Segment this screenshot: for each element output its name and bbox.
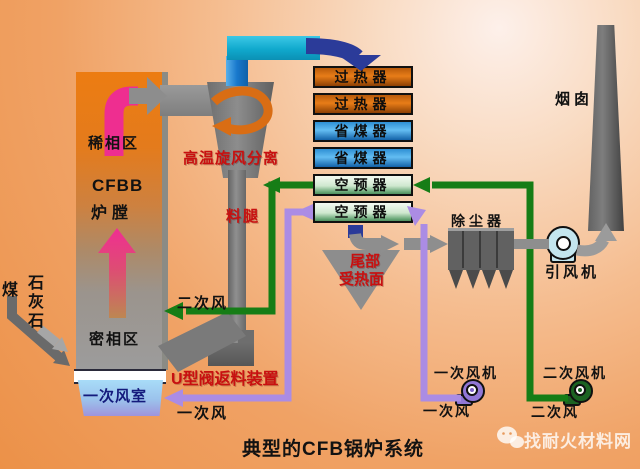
economizer-box-1: 省煤器	[313, 120, 413, 142]
id-fan-label: 引风机	[545, 264, 600, 281]
primary-air-inlet-label: 一次风	[177, 405, 229, 422]
chimney-stack	[588, 25, 624, 231]
furnace-name-line2: 炉膛	[91, 205, 134, 222]
cyclone-outlet-riser-pipe	[226, 56, 248, 86]
limestone-label: 石灰石	[28, 275, 45, 330]
wechat-icon	[497, 426, 524, 448]
coal-label: 煤	[2, 282, 19, 299]
dilute-zone-label: 稀相区	[88, 135, 140, 152]
secondary-air-fan-label: 二次风机	[543, 365, 607, 381]
dust-collector-divider	[496, 231, 498, 268]
secondary-air-duct-label: 二次风	[531, 404, 579, 420]
dust-collector-body	[448, 228, 514, 270]
dust-collector-divider	[462, 231, 464, 268]
cyclone-label: 高温旋风分离	[183, 150, 280, 167]
flue-arrowhead-1	[381, 235, 399, 253]
dust-collector-label: 除尘器	[451, 213, 505, 229]
furnace-name-line1: CFBB	[92, 176, 144, 195]
superheater-box-1: 过热器	[313, 66, 413, 88]
economizer-2-label: 省煤器	[334, 150, 392, 166]
flue-outlet-elbow	[348, 225, 363, 238]
economizer-1-label: 省煤器	[334, 123, 392, 139]
loop-seal-label: U型阀返料装置	[171, 371, 279, 388]
limestone-feed-arrow	[37, 325, 60, 347]
cyclone-inlet-duct	[160, 85, 216, 116]
primary-air-fan-label: 一次风机	[434, 365, 498, 381]
furnace-right-shadow	[162, 72, 168, 370]
flue-elbow-curve	[349, 233, 381, 250]
tail-heating-surface-line2: 受热面	[339, 271, 385, 288]
air-preheater-box-1: 空预器	[313, 174, 413, 196]
watermark-site-name: 找耐火材料网	[524, 432, 632, 451]
limestone-feed-arrowhead	[52, 337, 68, 352]
dust-collector-hoppers	[449, 270, 513, 289]
primary-air-duct-label: 一次风	[423, 403, 471, 419]
id-fan-to-chimney-duct	[575, 237, 609, 257]
loop-seal-foot	[208, 343, 254, 366]
dense-zone-label: 密相区	[89, 331, 141, 348]
primary-air-chamber-label: 一次风室	[83, 388, 148, 405]
economizer-box-2: 省煤器	[313, 147, 413, 169]
id-fan-hub	[556, 236, 571, 251]
diagram-title: 典型的CFB锅炉系统	[242, 439, 425, 460]
primary-air-chamber	[77, 380, 163, 416]
flue-arrowhead-2	[430, 235, 448, 253]
superheater-1-label: 过热器	[334, 69, 392, 85]
primary-air-fan-core	[470, 388, 474, 392]
superheater-2-label: 过热器	[334, 96, 392, 112]
air-preheater-box-2: 空预器	[313, 201, 413, 223]
flue-gas-cyan-pipe	[227, 36, 320, 60]
dipleg-label: 料腿	[226, 208, 261, 225]
secondary-air-inlet-label: 二次风	[177, 295, 229, 312]
secondary-air-fan-core	[578, 388, 582, 392]
coal-feed-arrowhead	[53, 350, 70, 366]
superheater-box-2: 过热器	[313, 93, 413, 115]
air-preheater-2-label: 空预器	[334, 204, 392, 220]
air-preheater-1-label: 空预器	[334, 177, 392, 193]
chimney-label: 烟囱	[555, 91, 594, 108]
dust-collector-divider	[479, 231, 481, 268]
